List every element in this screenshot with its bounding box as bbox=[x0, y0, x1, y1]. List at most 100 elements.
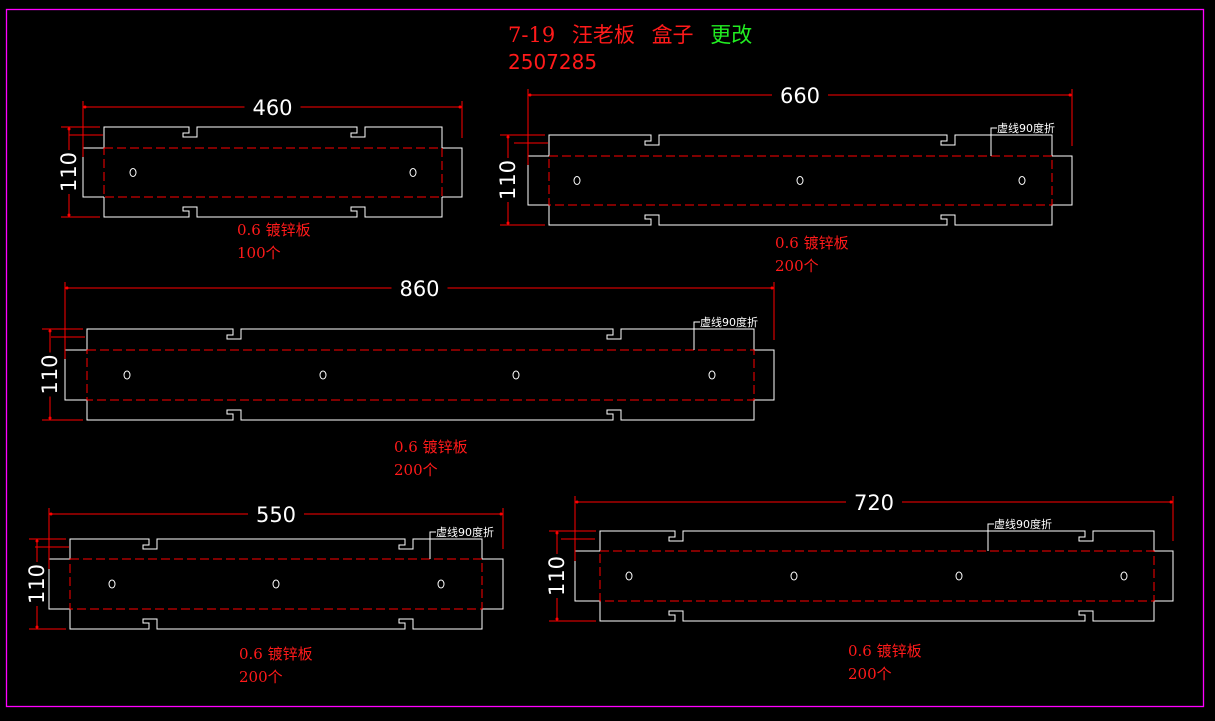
dimension-arrow bbox=[67, 213, 71, 217]
fold-note-text: 虚线90度折 bbox=[994, 517, 1052, 531]
dimension-arrow bbox=[555, 531, 559, 535]
length-dimension: 550 bbox=[48, 503, 504, 569]
length-dimension-text: 660 bbox=[780, 84, 820, 108]
mounting-hole bbox=[790, 571, 798, 581]
fold-line-dashed bbox=[69, 558, 483, 610]
dimension-arrow bbox=[499, 512, 503, 516]
height-dimension: 110 bbox=[25, 538, 69, 630]
height-dimension-text: 110 bbox=[38, 354, 62, 394]
mounting-hole bbox=[512, 370, 520, 380]
dimension-arrow bbox=[67, 127, 71, 131]
part-drawing-660: 660 110 虚线90度折 0.6 镀锌板 200个 bbox=[496, 84, 1073, 275]
dimension-arrow bbox=[458, 105, 462, 109]
dimension-arrow bbox=[83, 105, 87, 109]
height-dimension-text: 110 bbox=[545, 556, 569, 596]
height-dimension: 110 bbox=[545, 530, 596, 622]
dimension-arrow bbox=[575, 500, 579, 504]
leader-line bbox=[987, 523, 994, 551]
length-dimension-text: 550 bbox=[256, 503, 296, 527]
height-dimension: 110 bbox=[38, 328, 85, 421]
top-flap-outline bbox=[103, 126, 443, 148]
length-dimension-text: 720 bbox=[854, 491, 894, 515]
fold-line-dashed bbox=[548, 155, 1053, 206]
end-tab-outline bbox=[82, 147, 463, 198]
dimension-arrow bbox=[48, 329, 52, 333]
fold-line-dashed bbox=[86, 349, 755, 401]
fold-line-dashed bbox=[599, 550, 1155, 602]
material-spec: 0.6 镀锌板 200个 bbox=[848, 642, 922, 683]
height-dimension: 110 bbox=[57, 126, 103, 218]
bottom-flap-outline bbox=[86, 400, 755, 421]
quantity-text: 200个 bbox=[239, 668, 283, 686]
title-block: 7-19 汪老板 盒子 更改 2507285 bbox=[508, 23, 752, 74]
material-spec: 0.6 镀锌板 200个 bbox=[775, 234, 849, 275]
mounting-hole bbox=[272, 579, 280, 589]
height-dimension-text: 110 bbox=[496, 160, 520, 200]
bottom-flap-outline bbox=[103, 197, 443, 218]
quantity-text: 200个 bbox=[394, 461, 438, 479]
material-text: 0.6 镀锌板 bbox=[237, 221, 311, 239]
end-tab-outline bbox=[64, 349, 775, 401]
height-dimension: 110 bbox=[496, 134, 548, 226]
material-text: 0.6 镀锌板 bbox=[239, 645, 313, 663]
dimension-arrow bbox=[528, 93, 532, 97]
mounting-hole bbox=[1018, 176, 1026, 185]
mounting-hole bbox=[437, 579, 445, 589]
length-dimension: 660 bbox=[527, 84, 1073, 165]
leader-line bbox=[429, 531, 436, 559]
leader-line bbox=[990, 127, 997, 156]
fold-note-callout: 虚线90度折 bbox=[990, 121, 1055, 156]
end-tab-outline bbox=[48, 558, 504, 610]
fold-note-text: 虚线90度折 bbox=[436, 525, 494, 539]
top-flap-outline bbox=[599, 530, 1155, 551]
mounting-hole bbox=[409, 168, 417, 177]
dimension-arrow bbox=[35, 539, 39, 543]
dimension-arrow bbox=[1169, 500, 1173, 504]
length-dimension: 860 bbox=[64, 277, 775, 359]
fold-note-callout: 虚线90度折 bbox=[429, 525, 494, 559]
length-dimension: 720 bbox=[574, 491, 1174, 561]
part-drawing-860: 860 110 虚线90度折 0.6 镀锌板 200个 bbox=[38, 277, 775, 479]
title-item: 盒子 bbox=[652, 23, 694, 47]
leader-line bbox=[693, 321, 700, 350]
dimension-arrow bbox=[770, 286, 774, 290]
fold-note-text: 虚线90度折 bbox=[700, 315, 758, 329]
mounting-hole bbox=[708, 370, 716, 380]
mounting-hole bbox=[129, 168, 137, 177]
dimension-arrow bbox=[506, 135, 510, 139]
top-flap-outline bbox=[69, 538, 483, 559]
fold-line-dashed bbox=[103, 147, 443, 198]
mounting-hole bbox=[573, 176, 581, 185]
material-text: 0.6 镀锌板 bbox=[775, 234, 849, 252]
material-text: 0.6 镀锌板 bbox=[848, 642, 922, 660]
fold-note-callout: 虚线90度折 bbox=[693, 315, 758, 350]
mounting-hole bbox=[955, 571, 963, 581]
fold-note-callout: 虚线90度折 bbox=[987, 517, 1052, 551]
quantity-text: 200个 bbox=[775, 257, 819, 275]
title-customer: 汪老板 bbox=[572, 23, 635, 47]
quantity-text: 100个 bbox=[237, 244, 281, 262]
height-dimension-text: 110 bbox=[57, 152, 81, 192]
mounting-hole bbox=[108, 579, 116, 589]
material-text: 0.6 镀锌板 bbox=[394, 438, 468, 456]
end-tab-outline bbox=[574, 550, 1174, 602]
bottom-flap-outline bbox=[548, 205, 1053, 226]
quantity-text: 200个 bbox=[848, 665, 892, 683]
bottom-flap-outline bbox=[599, 601, 1155, 622]
mounting-hole bbox=[123, 370, 131, 380]
dimension-arrow bbox=[555, 617, 559, 621]
drawing-border-frame bbox=[5, 8, 1205, 708]
mounting-hole bbox=[796, 176, 804, 185]
material-spec: 0.6 镀锌板 200个 bbox=[394, 438, 468, 479]
end-tab-outline bbox=[527, 155, 1073, 206]
dimension-arrow bbox=[506, 221, 510, 225]
svg-text:7-19 汪老板 盒子: 7-19 汪老板 盒子 更改 bbox=[508, 23, 752, 47]
part-drawing-550: 550 110 虚线90度折 0.6 镀锌板 200个 bbox=[25, 503, 504, 686]
mounting-hole bbox=[319, 370, 327, 380]
top-flap-outline bbox=[548, 134, 1053, 156]
dimension-arrow bbox=[48, 416, 52, 420]
length-dimension-text: 860 bbox=[399, 277, 439, 301]
